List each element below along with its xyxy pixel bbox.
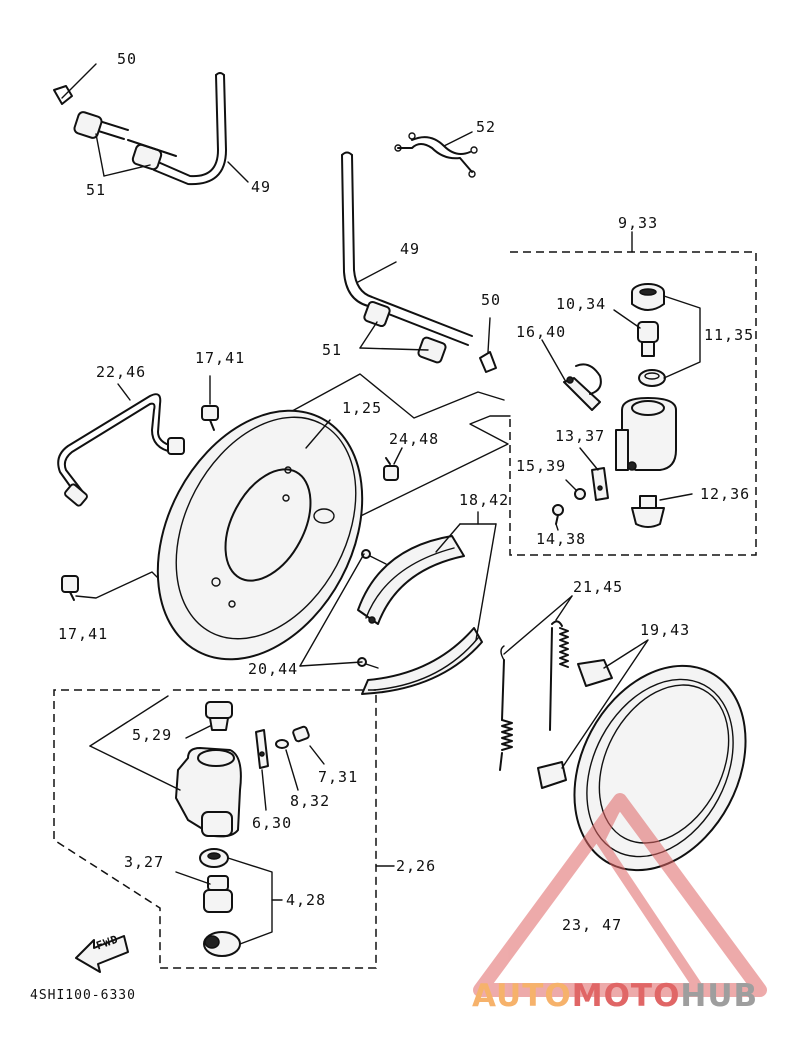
callout-24-48: 24,48 (389, 430, 440, 448)
callout-19-43: 19,43 (640, 621, 691, 639)
brake-shoe-lower (361, 627, 483, 695)
callout-5-29: 5,29 (132, 726, 173, 744)
master-cylinder-body (615, 397, 677, 471)
brake-hose (57, 383, 185, 507)
part-code: 4SHI100-6330 (30, 988, 136, 1003)
callout-12-36: 12,36 (700, 485, 751, 503)
reservoir-cap (631, 283, 665, 311)
brake-pipe-middle (341, 151, 473, 364)
screw-7 (292, 725, 325, 765)
callout-6-30: 6,30 (252, 814, 293, 832)
boot-4 (199, 848, 229, 868)
callout-17-41-bottom: 17,41 (58, 625, 109, 643)
leader-49a (227, 161, 249, 183)
piston-3 (175, 871, 233, 913)
bolt-24 (383, 447, 403, 481)
leader-1135 (663, 295, 701, 379)
callout-3-27: 3,27 (124, 853, 165, 871)
leader-51a (95, 133, 151, 177)
bleed-cap (185, 701, 233, 739)
leader-2145 (503, 595, 573, 655)
wheel-cylinder-box (53, 689, 377, 969)
seal-ring (638, 369, 666, 387)
bolt-17-upper (201, 375, 219, 431)
watermark-hub: HUB (680, 978, 759, 1014)
callout-15-39: 15,39 (516, 457, 567, 475)
wheel-cylinder-body (89, 745, 242, 838)
leader-49b (357, 261, 397, 283)
small-screw-15 (565, 479, 586, 500)
callout-50-mid: 50 (481, 291, 502, 309)
pin-20 (299, 549, 387, 669)
callout-49-mid: 49 (400, 240, 421, 258)
callout-22-46: 22,46 (96, 363, 147, 381)
callout-16-40: 16,40 (516, 323, 567, 341)
callout-1-25: 1,25 (342, 399, 383, 417)
callout-10-34: 10,34 (556, 295, 607, 313)
bolt-17-lower (61, 571, 159, 601)
bracket-clip (579, 447, 609, 501)
callout-14-38: 14,38 (536, 530, 587, 548)
backing-plate (156, 409, 364, 661)
callout-11-35: 11,35 (704, 326, 755, 344)
leader-428 (227, 857, 283, 945)
fwd-arrow-icon (75, 935, 129, 973)
callout-9-33: 9,33 (618, 214, 659, 232)
brake-drum (573, 664, 747, 872)
watermark-auto: AUTO (472, 978, 572, 1014)
washer-8 (275, 739, 299, 791)
callout-20-44: 20,44 (248, 660, 299, 678)
spring-right (549, 620, 569, 731)
leader-box-link (89, 695, 169, 747)
leader-link-b (205, 373, 505, 459)
callout-50-top: 50 (117, 50, 138, 68)
callout-51-mid: 51 (322, 341, 343, 359)
watermark-text: AUTOMOTOHUB (472, 978, 758, 1014)
cam-lever (537, 639, 649, 789)
brake-pipe-upper (73, 72, 227, 186)
callout-51-top: 51 (86, 181, 107, 199)
clip-plate (255, 729, 269, 811)
callout-21-45: 21,45 (573, 578, 624, 596)
pipe-clip-upper (53, 63, 97, 105)
callout-2-26: 2,26 (396, 857, 437, 875)
adjuster-knob (631, 493, 693, 528)
watermark-logo (473, 793, 767, 997)
callout-17-41-top: 17,41 (195, 349, 246, 367)
callout-52: 52 (476, 118, 497, 136)
brake-shoe-upper (357, 535, 465, 625)
leader-1842 (435, 511, 497, 641)
callout-7-31: 7,31 (318, 768, 359, 786)
callout-49-top: 49 (251, 178, 272, 196)
leader-51b (359, 321, 429, 351)
callout-8-32: 8,32 (290, 792, 331, 810)
pipe-clip-middle (479, 317, 497, 373)
hose-fitting (541, 339, 602, 411)
piston-part (637, 321, 659, 357)
leader-1034 (613, 309, 641, 329)
spring-left (499, 645, 513, 771)
callout-23-47: 23, 47 (562, 916, 623, 934)
small-screw-14 (552, 504, 564, 531)
callout-4-28: 4,28 (286, 891, 327, 909)
callout-13-37: 13,37 (555, 427, 606, 445)
cup-seal-4 (203, 931, 241, 957)
callout-18-42: 18,42 (459, 491, 510, 509)
watermark-moto: MOTO (571, 978, 681, 1014)
master-cylinder-box (509, 251, 757, 556)
breather-hose (394, 131, 478, 178)
